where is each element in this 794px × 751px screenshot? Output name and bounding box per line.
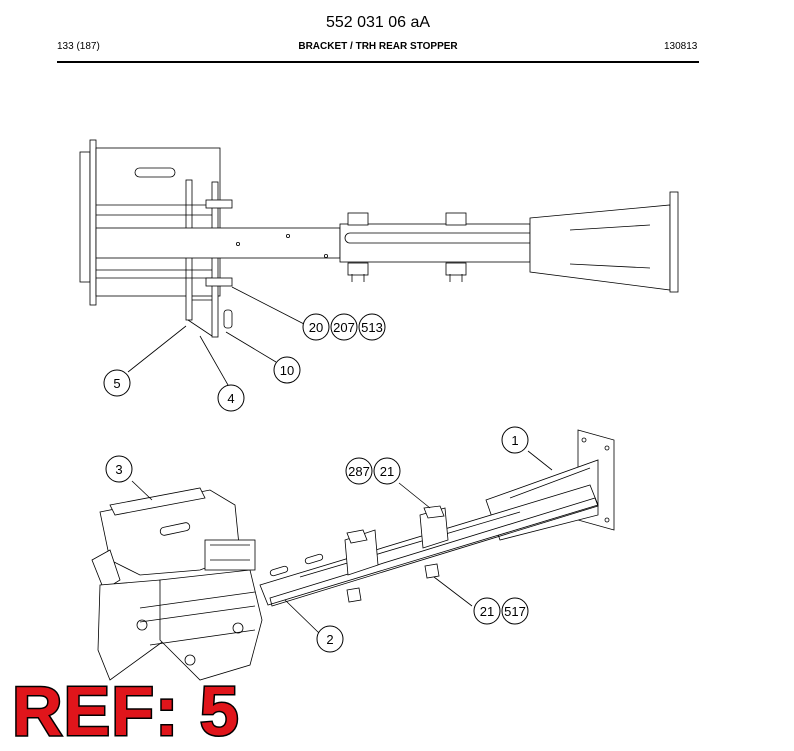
svg-text:21: 21 [380, 464, 394, 479]
callout-21-lower: 21 [473, 597, 501, 625]
callout-517: 517 [501, 597, 529, 625]
callout-3: 3 [105, 455, 133, 483]
document-title: BRACKET / TRH REAR STOPPER [298, 41, 458, 52]
svg-text:1: 1 [511, 433, 518, 448]
perspective-view-drawing [91, 429, 615, 681]
svg-text:4: 4 [227, 391, 234, 406]
callouts-top: 20 207 513 5 4 10 [103, 313, 386, 412]
callouts-bottom: 1 3 287 21 21 517 2 [105, 426, 529, 653]
callout-4: 4 [217, 384, 245, 412]
svg-text:207: 207 [333, 320, 355, 335]
callout-1: 1 [501, 426, 529, 454]
callout-20: 20 [302, 313, 330, 341]
callout-287: 287 [345, 457, 373, 485]
svg-text:5: 5 [113, 376, 120, 391]
svg-text:20: 20 [309, 320, 323, 335]
page-reference: 133 (187) [57, 41, 100, 52]
svg-text:21: 21 [480, 604, 494, 619]
callout-207: 207 [330, 313, 358, 341]
callout-21-upper: 21 [373, 457, 401, 485]
svg-text:513: 513 [361, 320, 383, 335]
svg-text:517: 517 [504, 604, 526, 619]
svg-text:3: 3 [115, 462, 122, 477]
document-number: 552 031 06 aA [325, 14, 431, 31]
callout-2: 2 [316, 625, 344, 653]
header-rule [57, 61, 699, 63]
date-code: 130813 [664, 41, 698, 52]
callout-5: 5 [103, 369, 131, 397]
callout-10: 10 [273, 356, 301, 384]
svg-text:287: 287 [348, 464, 370, 479]
svg-text:2: 2 [326, 632, 333, 647]
svg-text:10: 10 [280, 363, 294, 378]
ref-label: REF: 5 [11, 672, 241, 750]
callout-513: 513 [358, 313, 386, 341]
top-view-drawing [79, 139, 679, 386]
